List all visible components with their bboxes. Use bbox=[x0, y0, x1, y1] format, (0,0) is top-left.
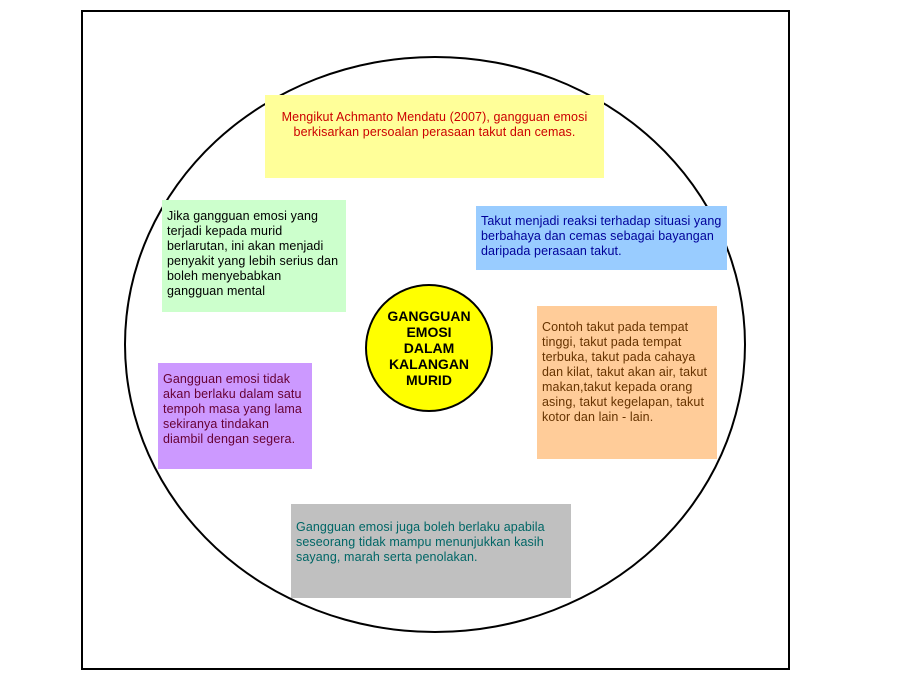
box-definition: Mengikut Achmanto Mendatu (2007), ganggu… bbox=[265, 95, 604, 178]
outer-circle bbox=[124, 56, 746, 633]
center-topic-title: GANGGUAN EMOSI DALAM KALANGAN MURID bbox=[374, 308, 484, 388]
box-consequence: Jika gangguan emosi yang terjadi kepada … bbox=[162, 200, 346, 312]
center-line: DALAM bbox=[403, 340, 455, 356]
box-prevention: Gangguan emosi tidak akan berlaku dalam … bbox=[158, 363, 312, 469]
box-fear-examples: Contoh takut pada tempat tinggi, takut p… bbox=[537, 306, 717, 459]
box-fear-reaction: Takut menjadi reaksi terhadap situasi ya… bbox=[476, 206, 727, 270]
center-line: KALANGAN bbox=[388, 356, 470, 372]
box-causes: Gangguan emosi juga boleh berlaku apabil… bbox=[291, 504, 571, 598]
center-topic-circle: GANGGUAN EMOSI DALAM KALANGAN MURID bbox=[365, 284, 493, 412]
center-line: EMOSI bbox=[406, 324, 452, 340]
center-line: MURID bbox=[406, 372, 452, 388]
center-line: GANGGUAN bbox=[387, 308, 471, 324]
